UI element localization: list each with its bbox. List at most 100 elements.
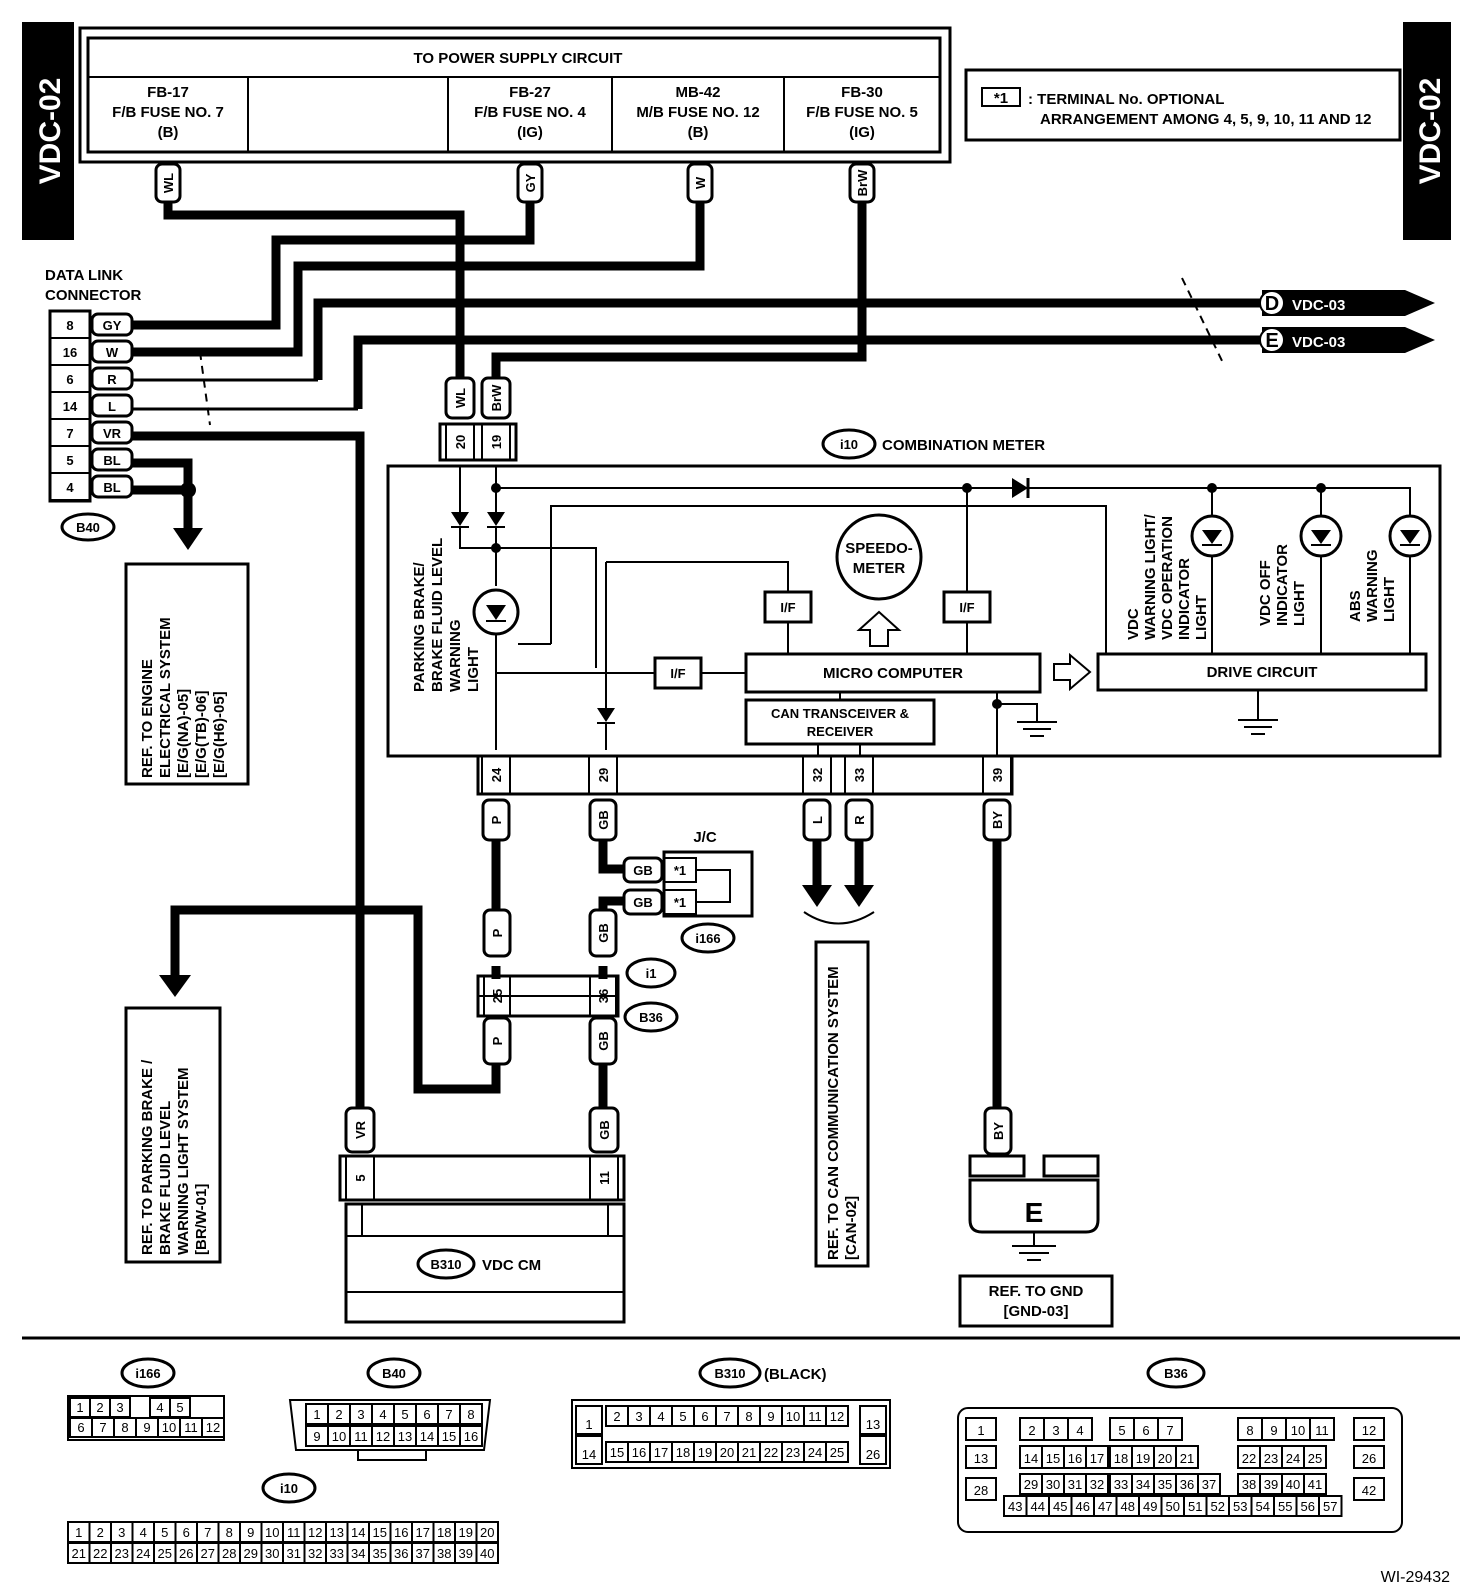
fuse-3-id: MB-42 [675, 84, 720, 101]
face-b40-pin-number: 14 [420, 1429, 434, 1444]
face-i10-pin-number: 1 [75, 1525, 82, 1540]
dlc-id: B40 [76, 520, 100, 535]
face-b310-pin [859, 1405, 887, 1435]
face-i10-pin-number: 35 [373, 1546, 387, 1561]
face-i10-pin-number: 18 [437, 1525, 451, 1540]
meter-bottom-pin-number: 33 [852, 768, 867, 782]
face-b36-pin [1067, 1417, 1093, 1441]
face-b36-pin [965, 1445, 997, 1469]
face-b310-pin-number: 13 [866, 1417, 880, 1432]
ref-engine-box: REF. TO ENGINE ELECTRICAL SYSTEM [E/G(NA… [124, 562, 250, 786]
dlc-wire-color: GY [103, 318, 122, 333]
face-b36-pin-number: 45 [1053, 1499, 1067, 1514]
face-b40-pin-number: 13 [398, 1429, 412, 1444]
face-b310-pin-number: 9 [767, 1409, 774, 1424]
face-i10-pin-number: 10 [265, 1525, 279, 1540]
meter-bottom-wire-tag [844, 798, 874, 842]
face-i10-pin-number: 12 [308, 1525, 322, 1540]
b36-bottom-wire-2: GB [596, 1031, 611, 1051]
i1-id: i1 [646, 966, 657, 981]
face-b36-pin-number: 54 [1256, 1499, 1270, 1514]
ref-gnd-1: REF. TO GND [989, 1283, 1084, 1300]
face-b36-pin-number: 22 [1242, 1451, 1256, 1466]
face-i10-pin-number: 21 [72, 1546, 86, 1561]
face-b36-pin-number: 26 [1362, 1451, 1376, 1466]
face-b36-pin-number: 33 [1114, 1477, 1128, 1492]
meter-top-pin-2: 19 [489, 435, 504, 449]
face-i10-pin-number: 16 [394, 1525, 408, 1540]
face-i10-pin-number: 14 [351, 1525, 365, 1540]
face-b36-pin-number: 43 [1008, 1499, 1022, 1514]
parking-light-3: WARNING [447, 620, 464, 693]
ref-parking-1: REF. TO PARKING BRAKE / [139, 1059, 156, 1255]
face-b36-pin-number: 20 [1158, 1451, 1172, 1466]
face-i10-pin-number: 26 [179, 1546, 193, 1561]
face-b310-pin-number: 5 [679, 1409, 686, 1424]
meter-bottom-pin-number: 24 [489, 767, 504, 782]
face-i10-pin-number: 7 [204, 1525, 211, 1540]
meter-bottom-pin-number: 29 [596, 768, 611, 782]
face-b36-pin-number: 23 [1264, 1451, 1278, 1466]
fuse-2-name: F/B FUSE NO. 4 [474, 104, 586, 121]
face-b40-pin-number: 7 [445, 1407, 452, 1422]
face-b36-pin-number: 19 [1136, 1451, 1150, 1466]
vdc-light-3: VDC OPERATION [1159, 516, 1176, 640]
face-b36-pin-number: 31 [1068, 1477, 1082, 1492]
ref-engine-1: REF. TO ENGINE [139, 659, 156, 778]
dlc-wire-tag [90, 366, 134, 391]
abs-light-2: WARNING [1364, 550, 1381, 623]
face-b310-pin [825, 1405, 849, 1427]
vdc-cm-wire-1: VR [353, 1120, 368, 1139]
face-i166-pin-number: 4 [156, 1400, 163, 1415]
face-i166-pin-number: 12 [206, 1420, 220, 1435]
face-b310-pin-number: 10 [786, 1409, 800, 1424]
dlc-wire-color: VR [103, 426, 122, 441]
face-b36-pin-number: 53 [1233, 1499, 1247, 1514]
dlc-wire-color: BL [103, 453, 120, 468]
face-b36-pin-number: 37 [1202, 1477, 1216, 1492]
ref-engine-2: ELECTRICAL SYSTEM [157, 617, 174, 778]
face-i166-pin-number: 8 [121, 1420, 128, 1435]
meter-bottom-wire-tag [588, 798, 618, 842]
fuse-1-name: F/B FUSE NO. 7 [112, 104, 224, 121]
face-i10-pin-number: 37 [416, 1546, 430, 1561]
face-i10-pin-number: 19 [459, 1525, 473, 1540]
face-i10-pin-number: 28 [222, 1546, 236, 1561]
face-b310-pin-number: 15 [610, 1445, 624, 1460]
face-b40-pin-number: 15 [442, 1429, 456, 1444]
face-b40-pin-number: 1 [313, 1407, 320, 1422]
meter-top-pin-1: 20 [453, 435, 468, 449]
abs-light-3: LIGHT [1381, 577, 1398, 622]
vdc-light-2: WARNING LIGHT/ [1142, 513, 1159, 640]
vdc-light-5: LIGHT [1193, 595, 1210, 640]
joint-connector: J/C GB *1 GB *1 i166 [622, 829, 754, 954]
page-tag-left: VDC-02 [22, 22, 74, 240]
parking-light-4: LIGHT [465, 647, 482, 692]
ref-can-2: [CAN-02] [843, 1196, 860, 1260]
wires [130, 200, 1262, 1108]
face-b40-pin [459, 1403, 483, 1425]
b36-id: B36 [639, 1010, 663, 1025]
fuse-2-id: FB-27 [509, 84, 551, 101]
meter-bottom-pin-cell [844, 755, 874, 795]
b36-pin-2: 36 [596, 989, 611, 1003]
fuse-4-id: FB-30 [841, 84, 883, 101]
continuation-e[interactable]: E VDC-03 [1259, 327, 1345, 353]
face-b36-pin [1303, 1445, 1327, 1469]
face-b310-pin [825, 1441, 849, 1463]
dlc-wire-tag [90, 312, 134, 337]
power-supply-title: TO POWER SUPPLY CIRCUIT [414, 50, 623, 67]
abs-light-1: ABS [1347, 590, 1364, 622]
face-b36-pin [1353, 1417, 1385, 1441]
face-b36-pin-number: 29 [1024, 1477, 1038, 1492]
face-i10-pin-number: 3 [118, 1525, 125, 1540]
ground-point: BY E REF. TO GND [GND-03] [958, 1106, 1114, 1328]
face-i10-pin-number: 29 [244, 1546, 258, 1561]
face-i10-pin-number: 24 [136, 1546, 150, 1561]
vdc-control-module: VR GB 5 11 B310 VDC CM [338, 1106, 626, 1324]
face-b310-pin-number: 24 [808, 1445, 822, 1460]
continuation-d[interactable]: D VDC-03 [1259, 290, 1345, 316]
jc-label: J/C [693, 829, 717, 846]
